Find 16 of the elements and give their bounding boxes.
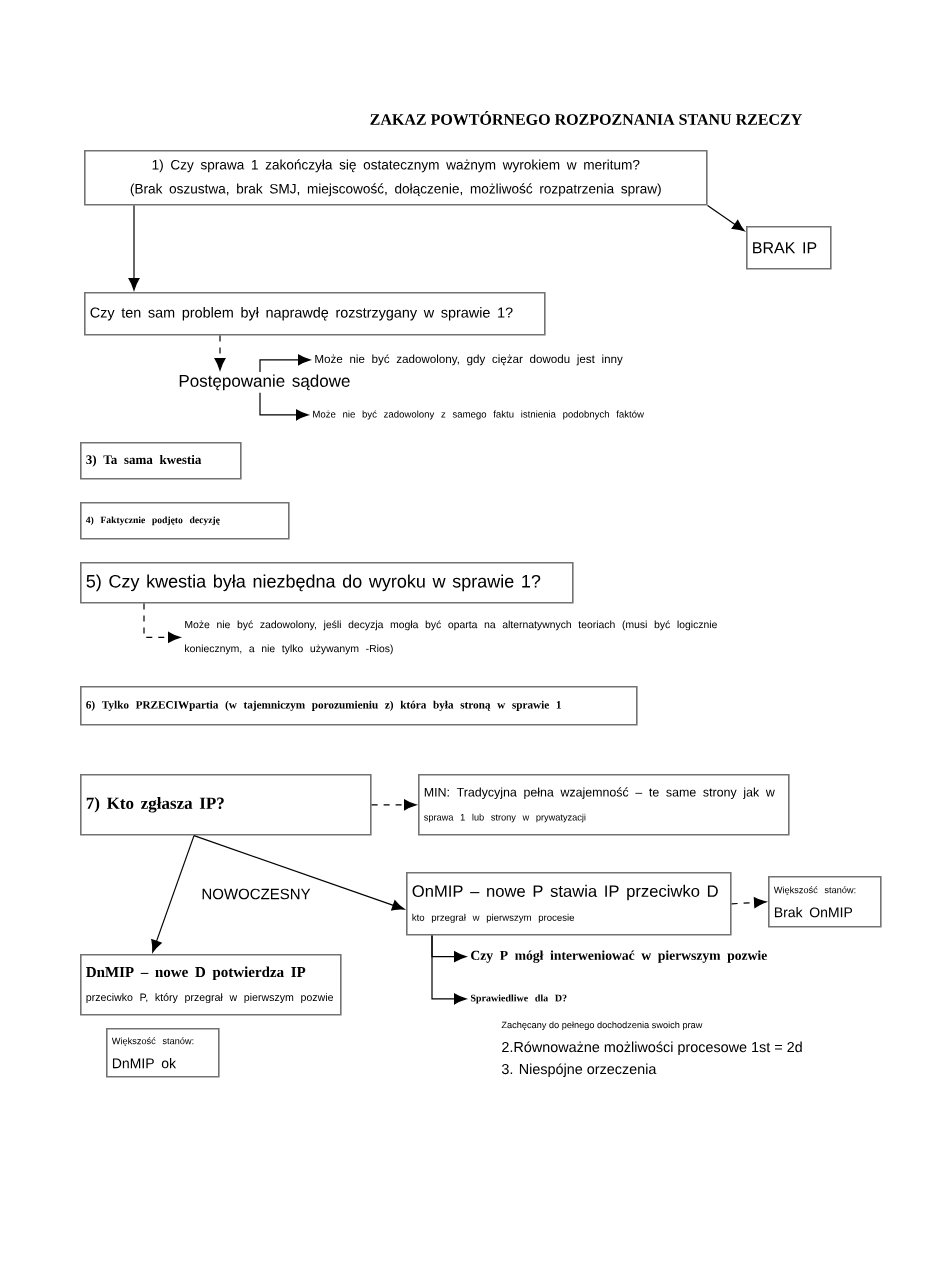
- process-box: 7) Kto zgłasza IP?: [80, 774, 372, 836]
- process-box: BRAK IP: [746, 226, 832, 270]
- arrow: [128, 205, 140, 291]
- arrow: [214, 335, 226, 371]
- arrow: [707, 205, 745, 232]
- arrow: [259, 392, 309, 421]
- arrow: [371, 799, 417, 811]
- arrow: [431, 935, 467, 1005]
- arrow: [193, 835, 405, 911]
- arrow: [259, 354, 311, 373]
- process-box: 5) Czy kwestia była niezbędna do wyroku w sprawie 1?: [80, 562, 574, 604]
- arrow: [151, 835, 195, 953]
- arrow: [731, 897, 767, 908]
- title: ZAKAZ POWTÓRNEGO ROZPOZNANIA STANU RZECZY: [370, 111, 802, 125]
- note-text: Postępowanie sądowe: [179, 374, 350, 391]
- arrow: [143, 603, 181, 643]
